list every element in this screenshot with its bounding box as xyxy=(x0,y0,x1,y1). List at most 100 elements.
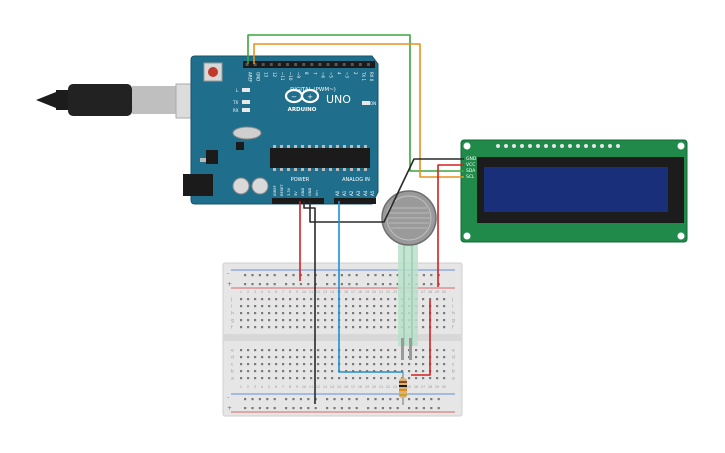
svg-text:f: f xyxy=(231,325,233,331)
digital-pin-hole[interactable] xyxy=(286,63,289,66)
on-led-label: ON xyxy=(370,101,376,106)
capacitor-left xyxy=(232,177,250,195)
analog-pin-label: A4 xyxy=(363,190,368,196)
svg-text:16: 16 xyxy=(344,385,348,389)
svg-text:6: 6 xyxy=(275,290,277,294)
arduino-logo: − + ARDUINO xyxy=(284,88,320,113)
wire-red-fsr[interactable] xyxy=(411,300,431,376)
rail-minus-bottom: - xyxy=(227,394,229,401)
lcd-pin-label: VCC xyxy=(466,162,475,168)
wire-black-lcd[interactable] xyxy=(309,158,464,223)
svg-text:j: j xyxy=(230,297,232,303)
resistor[interactable] xyxy=(399,372,407,405)
svg-text:5: 5 xyxy=(268,385,270,389)
svg-text:9: 9 xyxy=(296,290,298,294)
digital-pin-label: ~10 xyxy=(288,72,293,81)
analog-pin-label: A3 xyxy=(356,190,361,196)
svg-text:17: 17 xyxy=(351,290,355,294)
rail-plus-bottom: + xyxy=(227,405,232,412)
atmega-chip xyxy=(270,148,370,168)
svg-text:g: g xyxy=(452,319,455,324)
svg-text:15: 15 xyxy=(337,385,341,389)
digital-pin-label: TX 1 xyxy=(361,71,366,81)
svg-text:22: 22 xyxy=(386,385,390,389)
analog-pin-label: A0 xyxy=(335,190,340,196)
wire-red-lcd[interactable] xyxy=(437,164,464,287)
svg-text:18: 18 xyxy=(358,385,362,389)
digital-pin-hole[interactable] xyxy=(261,63,265,66)
svg-text:28: 28 xyxy=(428,290,432,294)
led-tx-label: TX xyxy=(232,100,238,105)
svg-text:27: 27 xyxy=(421,385,425,389)
power-pin-label: 5V xyxy=(294,191,298,196)
svg-text:f: f xyxy=(452,325,454,331)
lcd-pin-label: SDA xyxy=(466,168,476,174)
digital-pin-label: 4 xyxy=(337,72,342,75)
force-sensitive-resistor[interactable] xyxy=(381,190,437,360)
svg-text:22: 22 xyxy=(386,290,390,294)
led-l-label: L xyxy=(236,88,239,93)
digital-pin-hole[interactable] xyxy=(358,63,362,66)
svg-text:18: 18 xyxy=(358,290,362,294)
digital-pin-hole[interactable] xyxy=(277,63,281,66)
digital-pin-hole[interactable] xyxy=(367,63,370,66)
led-rx-label: RX xyxy=(233,108,239,113)
svg-text:8: 8 xyxy=(289,290,291,294)
digital-pin-hole[interactable] xyxy=(350,63,354,66)
svg-text:i: i xyxy=(452,304,453,310)
digital-pin-hole[interactable] xyxy=(326,63,330,66)
digital-pin-hole[interactable] xyxy=(245,63,249,66)
wire-blue-a0[interactable] xyxy=(338,201,403,373)
analog-pin-label: A1 xyxy=(342,190,347,196)
digital-pin-hole[interactable] xyxy=(302,63,306,66)
svg-text:30: 30 xyxy=(442,385,446,389)
digital-pin-label: RX 0 xyxy=(369,72,374,82)
digital-pin-hole[interactable] xyxy=(310,63,314,66)
svg-text:7: 7 xyxy=(282,385,284,389)
svg-text:20: 20 xyxy=(372,290,376,294)
digital-header[interactable] xyxy=(243,61,375,68)
digital-pin-hole[interactable] xyxy=(294,63,298,66)
digital-pin-label: 7 xyxy=(312,72,317,75)
svg-text:27: 27 xyxy=(421,290,425,294)
svg-text:10: 10 xyxy=(302,290,306,294)
power-header[interactable] xyxy=(272,198,324,204)
svg-text:2: 2 xyxy=(247,385,249,389)
svg-text:14: 14 xyxy=(330,385,334,389)
analog-header-label: ANALOG IN xyxy=(342,177,370,183)
digital-pin-hole[interactable] xyxy=(269,63,273,66)
digital-pin-hole[interactable] xyxy=(342,63,346,66)
svg-text:−: − xyxy=(291,93,297,101)
digital-pin-hole[interactable] xyxy=(318,63,322,66)
power-header-label: POWER xyxy=(291,177,310,183)
svg-text:1: 1 xyxy=(240,385,242,389)
svg-text:1: 1 xyxy=(240,290,242,294)
analog-header[interactable] xyxy=(334,198,376,204)
digital-pin-hole[interactable] xyxy=(334,63,338,66)
digital-pin-hole[interactable] xyxy=(253,63,257,66)
model-label: UNO xyxy=(326,93,351,106)
digital-pin-label: ~3 xyxy=(345,72,350,78)
svg-text:9: 9 xyxy=(296,385,298,389)
wire-green[interactable] xyxy=(247,34,464,172)
wire-black-gnd[interactable] xyxy=(303,201,316,404)
svg-text:e: e xyxy=(231,349,234,354)
svg-text:8: 8 xyxy=(289,385,291,389)
digital-pin-label: ~11 xyxy=(280,72,285,81)
svg-text:12: 12 xyxy=(316,290,320,294)
analog-pin-label: A5 xyxy=(370,190,375,196)
svg-text:19: 19 xyxy=(365,290,369,294)
dc-power-jack[interactable] xyxy=(183,174,213,196)
svg-text:14: 14 xyxy=(330,290,334,294)
wire-orange[interactable] xyxy=(253,43,464,178)
digital-pin-label: AREF xyxy=(248,72,253,83)
lcd-pin-label: GND xyxy=(466,156,477,162)
power-pin-label: GND xyxy=(301,188,305,196)
svg-text:3: 3 xyxy=(254,385,256,389)
